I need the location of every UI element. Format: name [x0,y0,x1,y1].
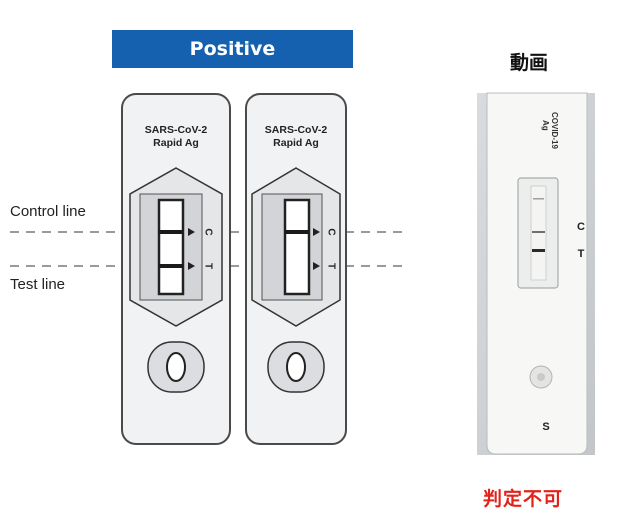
cassette-1-arrow-c [188,228,195,236]
photo-device-label-1: COVID-19 [550,112,559,149]
video-title: 動画 [510,52,549,74]
photo-control-line [533,198,544,200]
cassette-2-marker-t: T [325,263,336,269]
photo-marker-c: C [577,221,585,233]
cassette-1-marker-t: T [202,263,213,269]
cassette-1-test-line [159,264,183,268]
cassette-2-sample-hole [286,352,306,382]
cassette-2-strip [283,198,311,296]
cassette-2-title-line1: SARS-CoV-2 [265,124,328,136]
cassette-1-strip [157,198,185,296]
photo-marker-t: T [578,248,585,260]
cassette-2-control-line [285,230,309,234]
cassette-1-control-line [159,230,183,234]
video-frame: COVID-19 Ag C T S [477,92,595,455]
photo-device-label-2: Ag [541,120,550,131]
cassette-1-sample-hole [166,352,186,382]
photo-test-line-faint [532,231,545,233]
cassette-1-marker-c: C [202,228,213,235]
test-cassette-2: SARS-CoV-2 Rapid Ag C T [245,93,347,445]
cassette-1-arrow-t [188,262,195,270]
result-banner-label: Positive [189,38,276,60]
cassette-1-title-line1: SARS-CoV-2 [145,124,208,136]
cassette-2-title-line2: Rapid Ag [273,137,319,149]
result-banner: Positive [112,30,353,68]
cassette-1-title-line2: Rapid Ag [153,137,199,149]
photo-marker-s: S [542,421,549,433]
photo-test-line-dark [532,249,545,252]
verdict-label: 判定不可 [483,488,564,510]
control-line-label: Control line [10,203,86,220]
cassette-2-arrow-c [313,228,320,236]
cassette-2-marker-c: C [325,228,336,235]
test-cassette-1: SARS-CoV-2 Rapid Ag C T [121,93,231,445]
test-line-label: Test line [10,276,66,293]
photo-sample-hole [537,373,545,381]
cassette-2-arrow-t [313,262,320,270]
